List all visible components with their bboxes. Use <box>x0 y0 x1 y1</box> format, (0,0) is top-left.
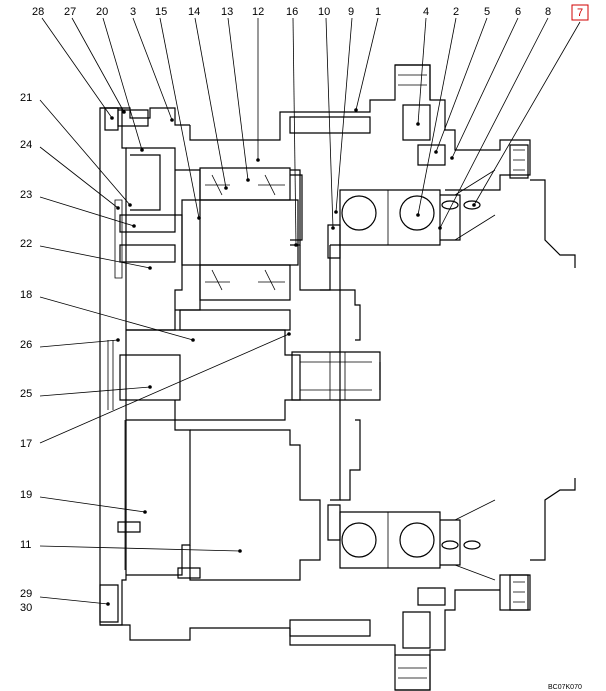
assembly-drawing <box>99 64 576 691</box>
callout-20: 20 <box>96 6 108 18</box>
callout-29: 29 <box>20 588 32 600</box>
callout-13: 13 <box>221 6 233 18</box>
callout-18: 18 <box>20 289 32 301</box>
callout-9: 9 <box>348 6 354 18</box>
callout-4: 4 <box>423 6 429 18</box>
callout-27: 27 <box>64 6 76 18</box>
callout-28: 28 <box>32 6 44 18</box>
callout-15: 15 <box>155 6 167 18</box>
callout-10: 10 <box>318 6 330 18</box>
callout-7: 7 <box>577 7 583 19</box>
callout-6: 6 <box>515 6 521 18</box>
callout-12: 12 <box>252 6 264 18</box>
callout-labels: 28 27 20 3 15 14 13 12 16 10 9 1 4 2 5 6… <box>20 4 589 691</box>
callout-7-box <box>571 4 589 21</box>
callout-14: 14 <box>188 6 200 18</box>
drawing-code: BC07K070 <box>548 684 582 691</box>
callout-19: 19 <box>20 489 32 501</box>
callout-3: 3 <box>130 6 136 18</box>
callout-24: 24 <box>20 139 32 151</box>
callout-17: 17 <box>20 438 32 450</box>
callout-21: 21 <box>20 92 32 104</box>
callout-25: 25 <box>20 388 32 400</box>
callout-23: 23 <box>20 189 32 201</box>
callout-11: 11 <box>20 539 31 551</box>
callout-22: 22 <box>20 238 32 250</box>
callout-8: 8 <box>545 6 551 18</box>
callout-2: 2 <box>453 6 459 18</box>
callout-30: 30 <box>20 602 32 614</box>
callout-1: 1 <box>375 6 381 18</box>
callout-26: 26 <box>20 339 32 351</box>
callout-5: 5 <box>484 6 490 18</box>
leader-lines <box>39 17 581 606</box>
callout-16: 16 <box>286 6 298 18</box>
